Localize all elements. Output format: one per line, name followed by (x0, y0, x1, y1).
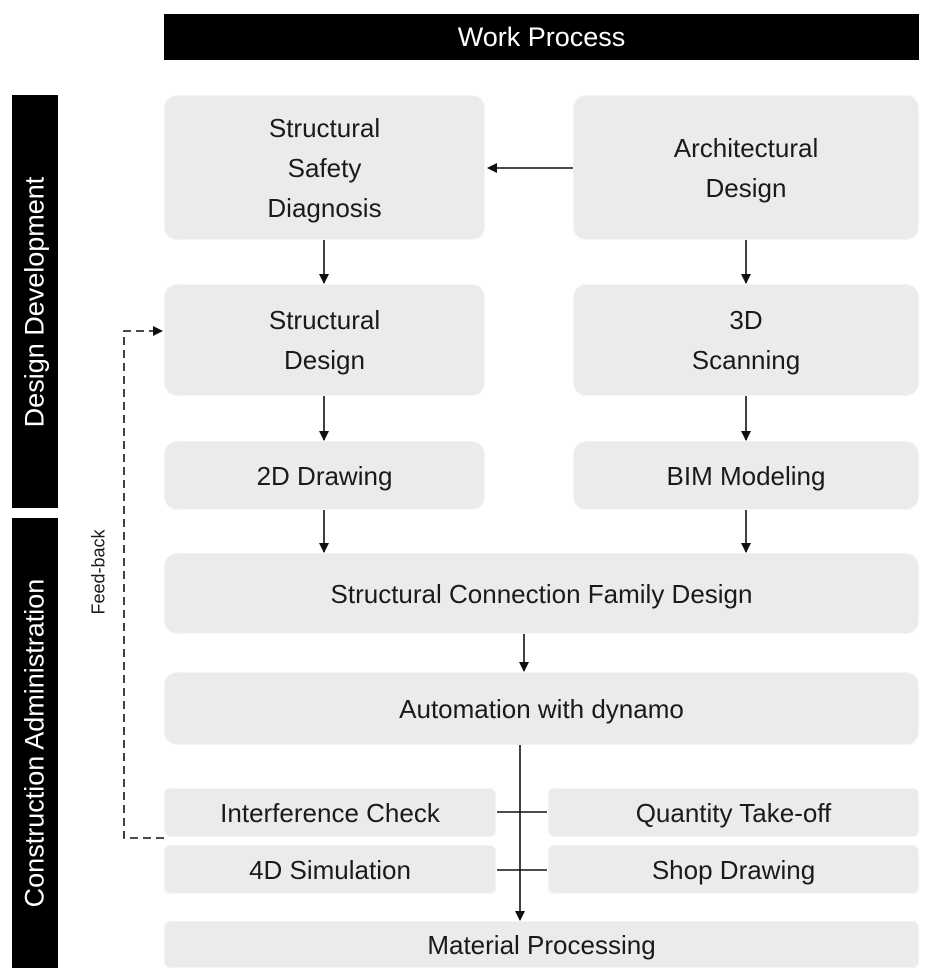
node-structural-connection-family-design: Structural Connection Family Design (165, 554, 918, 633)
node-text: Interference Check (220, 797, 440, 828)
node-text-line: 3D (729, 305, 763, 335)
node-text-line: Design (705, 172, 787, 203)
node-architectural-design: Architectural Design (574, 96, 918, 239)
node-2d-drawing: 2D Drawing (165, 442, 484, 509)
node-text-line: Safety (287, 152, 362, 183)
node-text-line: Architectural (673, 132, 819, 163)
node-shop-drawing: Shop Drawing (549, 846, 918, 893)
node-text: 4D Simulation (249, 854, 411, 885)
node-text-line: Structural (268, 305, 381, 335)
node-text-line: Structural (268, 112, 381, 143)
feedback-label: Feed-back (88, 529, 109, 615)
node-text: Structural Connection Family Design (330, 578, 753, 609)
header-title: Work Process (457, 21, 626, 52)
node-text-line: Scanning (691, 345, 801, 375)
node-material-processing: Material Processing (165, 922, 918, 967)
node-bim-modeling: BIM Modeling (574, 442, 918, 509)
node-structural-safety-diagnosis: Structural Safety Diagnosis (165, 96, 484, 239)
node-text: Automation with dynamo (399, 693, 684, 724)
work-process-header: Work Process (164, 14, 919, 60)
node-4d-simulation: 4D Simulation (165, 846, 495, 893)
node-text-line: Design (284, 345, 365, 375)
phase-construction-administration: Construction Administration (12, 518, 58, 968)
feedback-loop-line (123, 326, 164, 839)
node-text-line: Diagnosis (267, 192, 382, 223)
node-text: BIM Modeling (666, 460, 826, 491)
node-text: Shop Drawing (651, 854, 816, 885)
node-text: Quantity Take-off (635, 797, 832, 828)
node-3d-scanning: 3D Scanning (574, 285, 918, 395)
node-interference-check: Interference Check (165, 789, 495, 836)
node-structural-design: Structural Design (165, 285, 484, 395)
phase-design-development: Design Development (12, 95, 58, 508)
node-automation-with-dynamo: Automation with dynamo (165, 673, 918, 744)
node-quantity-take-off: Quantity Take-off (549, 789, 918, 836)
node-text: 2D Drawing (256, 460, 393, 491)
node-text: Material Processing (427, 929, 656, 960)
